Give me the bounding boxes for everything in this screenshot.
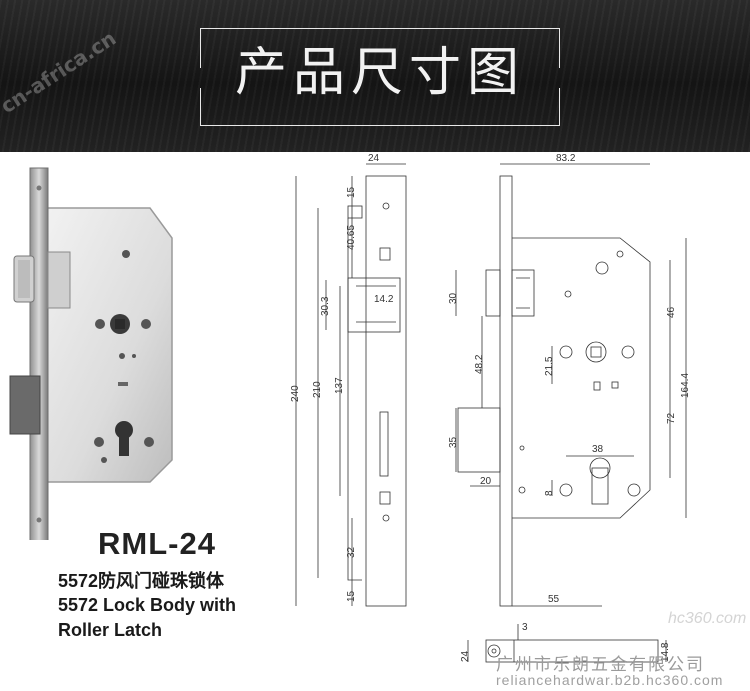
frame-bottom (200, 125, 560, 126)
front-roller-latch (511, 269, 535, 317)
dim-backset: 55 (548, 594, 560, 605)
side-latch (347, 277, 401, 333)
dim-latch-to-bolt: 137 (334, 377, 345, 394)
dim-face-fix: 210 (312, 381, 323, 398)
dim-body-width: 83.2 (556, 153, 576, 164)
header-banner: cn-africa.cn 产品尺寸图 (0, 0, 750, 152)
dim-latch-to-spindle: 48.2 (474, 354, 485, 374)
product-name-cn: 5572防风门碰珠锁体 (58, 571, 225, 591)
dim-top-hole: 40.65 (346, 225, 357, 250)
dim-cyl-small: 8 (544, 490, 555, 496)
frame-left-bottom (200, 88, 201, 126)
dim-top-edge: 15 (346, 186, 357, 198)
dim-spindle-to-cyl: 72 (666, 412, 677, 424)
dimension-drawing: 24 240 210 137 15 40.65 30.3 14.2 32 15 … (290, 153, 691, 663)
dim-spindle-small: 21.5 (544, 356, 555, 376)
dim-plan-thick: 14.8 (660, 642, 671, 662)
dim-cyl-spacing: 38 (592, 444, 604, 455)
dim-face-total: 240 (290, 385, 301, 402)
frame-right-top (559, 28, 560, 68)
company-watermark: 广州市乐朗五金有限公司 (496, 655, 705, 674)
dim-deadbolt-proj: 20 (480, 476, 492, 487)
title-frame: 产品尺寸图 (200, 28, 560, 126)
side-body-edge (347, 218, 362, 581)
front-face-plate (499, 175, 513, 607)
side-face-plate (365, 175, 407, 607)
page-title: 产品尺寸图 (234, 43, 525, 103)
product-name-en-2: Roller Latch (58, 620, 163, 640)
front-body-outline (512, 237, 651, 519)
dim-latch-h: 30.3 (320, 296, 331, 316)
dim-latch-w: 14.2 (374, 294, 394, 305)
dim-plan-proj: 3 (522, 622, 528, 633)
dim-plan-width: 24 (460, 650, 471, 662)
watermark: cn-africa.cn (0, 25, 121, 119)
frame-right-bottom (559, 88, 560, 126)
site-watermark: reliancehardwar.b2b.hc360.com (496, 672, 724, 688)
spindle-hole (585, 341, 607, 363)
cylinder-hole (589, 457, 611, 479)
dim-bottom-edge: 15 (346, 590, 357, 602)
model-number: RML-24 (98, 526, 216, 561)
dim-roller-h: 30 (448, 292, 459, 304)
front-deadbolt (457, 407, 501, 473)
plan-view (485, 639, 659, 663)
dim-roller-to-spindle: 46 (666, 306, 677, 318)
frame-left-top (200, 28, 201, 68)
product-name-en-1: 5572 Lock Body with (58, 595, 237, 615)
lock-body-photo (9, 167, 173, 540)
dim-body-height: 164.4 (680, 373, 691, 398)
frame-top (200, 28, 560, 29)
dim-side-width: 24 (368, 153, 380, 164)
dim-bottom-hole: 32 (346, 546, 357, 558)
watermark-hc: hc360.com (668, 610, 747, 627)
dim-deadbolt-h: 35 (448, 436, 459, 448)
